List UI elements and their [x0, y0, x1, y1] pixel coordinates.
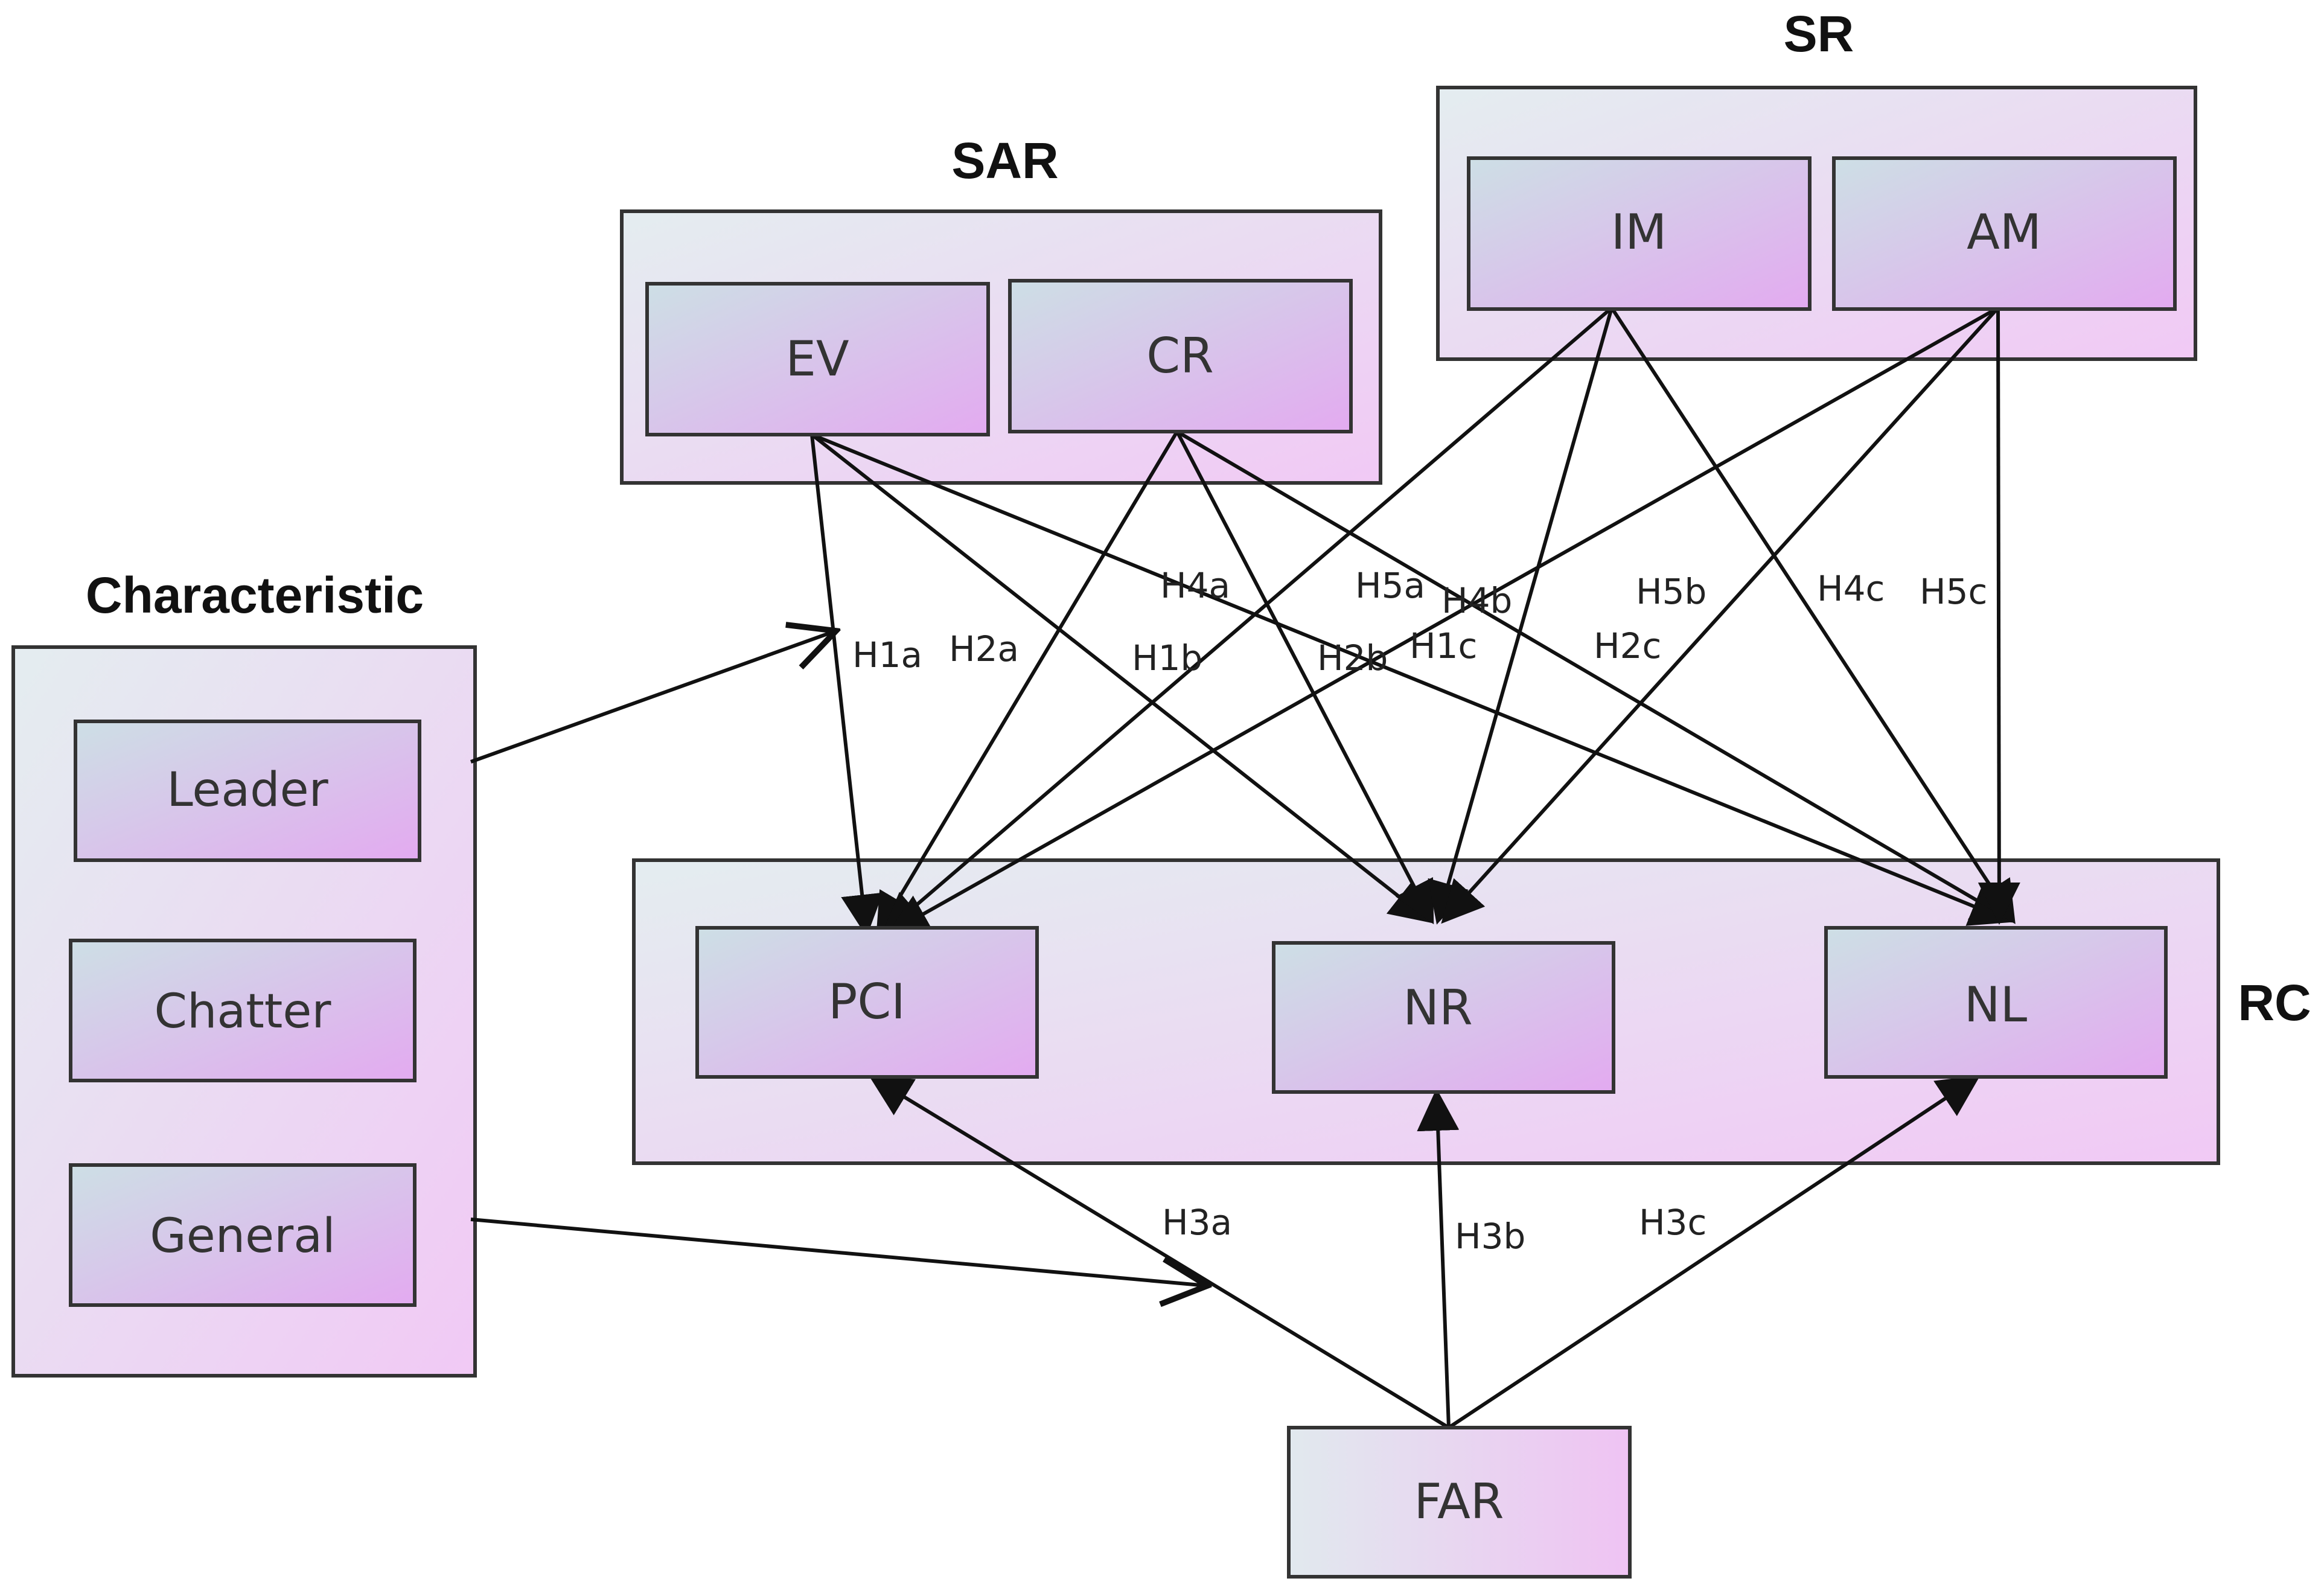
- edge-am-nr: [1441, 306, 2000, 924]
- edge-far-nl: [1448, 1075, 1981, 1429]
- label-h1c: H1c: [1409, 625, 1477, 666]
- label-h5a: H5a: [1355, 565, 1425, 606]
- rc-title: RC: [2238, 974, 2311, 1031]
- label-h2b: H2b: [1317, 637, 1388, 678]
- label-h3a: H3a: [1162, 1202, 1232, 1243]
- edge-cr-nr: [1175, 430, 1434, 925]
- label-h4a: H4a: [1160, 565, 1230, 606]
- node-pci: PCI: [695, 926, 1039, 1079]
- edge-am-pci: [886, 306, 1999, 935]
- edges: [470, 306, 2020, 1429]
- label-h5c: H5c: [1920, 571, 1987, 612]
- label-h4c: H4c: [1817, 568, 1885, 609]
- label-h3c: H3c: [1639, 1202, 1706, 1243]
- node-chatter: Chatter: [69, 939, 417, 1082]
- node-cr-label: CR: [1146, 328, 1213, 384]
- edge-far-pci: [869, 1075, 1450, 1429]
- node-am: AM: [1832, 156, 2177, 311]
- edge-ev-pci: [810, 434, 883, 937]
- edge-ev-nl: [811, 433, 2013, 926]
- node-ev: EV: [645, 282, 990, 436]
- edge-am-nl: [1978, 307, 2020, 925]
- node-pci-label: PCI: [828, 974, 905, 1030]
- node-ev-label: EV: [785, 331, 849, 387]
- node-chatter-label: Chatter: [155, 985, 332, 1039]
- edge-characteristic-far: [470, 1218, 1207, 1286]
- node-general-label: General: [150, 1209, 335, 1263]
- edge-im-nl: [1610, 307, 2016, 924]
- node-far: FAR: [1287, 1426, 1632, 1579]
- label-h1b: H1b: [1132, 637, 1202, 678]
- edge-cr-nl: [1176, 430, 2016, 923]
- node-nr: NR: [1272, 941, 1615, 1094]
- edge-far-nr: [1417, 1088, 1460, 1428]
- label-h3b: H3b: [1455, 1216, 1525, 1257]
- label-h2c: H2c: [1594, 625, 1661, 666]
- node-im-label: IM: [1611, 204, 1667, 260]
- node-am-label: AM: [1967, 204, 2041, 260]
- characteristic-title: Characteristic: [86, 567, 424, 624]
- node-leader: Leader: [74, 720, 421, 862]
- node-nl: NL: [1824, 926, 2168, 1079]
- hypothesis-labels: H1a H2a H1b H4a H2b H5a H4b H1c H5b H2c …: [852, 565, 1987, 1257]
- node-im: IM: [1467, 156, 1812, 311]
- node-cr: CR: [1008, 279, 1353, 433]
- sr-title: SR: [1784, 5, 1854, 62]
- label-h4b: H4b: [1441, 580, 1512, 621]
- edge-characteristic-sar: [470, 631, 836, 764]
- node-leader-label: Leader: [167, 763, 328, 817]
- sar-title: SAR: [951, 132, 1058, 189]
- node-nl-label: NL: [1964, 977, 2028, 1033]
- node-nr-label: NR: [1403, 980, 1472, 1036]
- label-h5b: H5b: [1636, 571, 1706, 612]
- edge-im-pci: [881, 306, 1613, 936]
- edge-cr-pci: [876, 430, 1179, 937]
- label-h2a: H2a: [949, 628, 1019, 669]
- edge-im-nr: [1428, 307, 1614, 925]
- edge-ev-nr: [811, 433, 1433, 924]
- node-far-label: FAR: [1414, 1473, 1504, 1530]
- node-general: General: [69, 1163, 417, 1307]
- label-h1a: H1a: [852, 634, 922, 675]
